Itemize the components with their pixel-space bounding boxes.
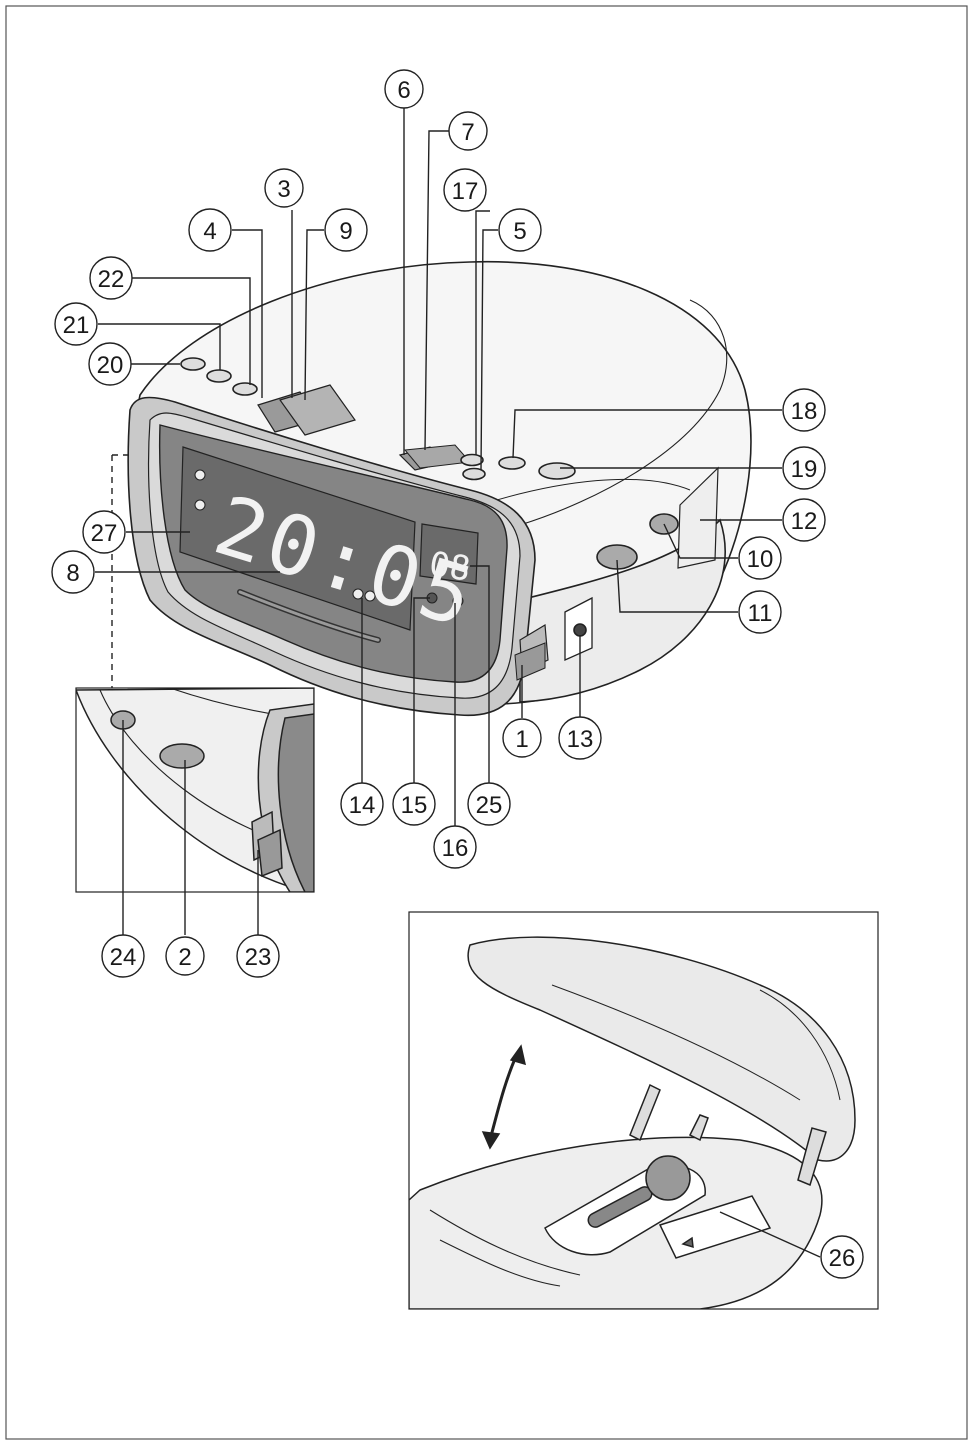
callout-27: 27	[82, 510, 126, 554]
callout-4: 4	[188, 208, 232, 252]
callout-circle	[51, 550, 95, 594]
callout-circle	[82, 510, 126, 554]
callout-circle	[502, 718, 542, 758]
callout-number: 20	[97, 352, 124, 379]
callout-circle	[89, 256, 133, 300]
callout-circle	[498, 208, 542, 252]
channel-number-text: 08	[427, 544, 473, 589]
callout-21: 21	[54, 302, 98, 346]
callout-23: 23	[236, 934, 280, 978]
callout-circle	[558, 716, 602, 760]
callout-20: 20	[88, 342, 132, 386]
callout-16: 16	[433, 825, 477, 869]
callout-circle	[188, 208, 232, 252]
callout-15: 15	[392, 782, 436, 826]
callout-labels: 6 7 3 17 4 9 5 22 21 20 18 19 12 27 10 8…	[51, 69, 864, 1279]
callout-circle	[782, 388, 826, 432]
callout-circle	[340, 782, 384, 826]
page-frame	[5, 5, 968, 1440]
callout-number: 22	[98, 266, 125, 293]
callout-circle	[448, 111, 488, 151]
callout-19: 19	[782, 446, 826, 490]
side-detail-inset	[75, 687, 315, 893]
callout-circle	[236, 934, 280, 978]
callout-17: 17	[443, 168, 487, 212]
callout-1: 1	[502, 718, 542, 758]
callout-circle	[88, 342, 132, 386]
callout-number: 1	[515, 726, 528, 753]
callout-circle	[54, 302, 98, 346]
callout-circle	[165, 936, 205, 976]
callout-number: 7	[461, 119, 474, 146]
callout-7: 7	[448, 111, 488, 151]
callout-circle	[264, 168, 304, 208]
callout-3: 3	[264, 168, 304, 208]
battery-compartment-view	[408, 911, 879, 1310]
callout-circle	[782, 498, 826, 542]
callout-circle	[324, 208, 368, 252]
callout-number: 3	[277, 176, 290, 203]
callout-number: 12	[791, 508, 818, 535]
callout-number: 14	[349, 792, 376, 819]
callout-circle	[384, 69, 424, 109]
callout-number: 5	[513, 218, 526, 245]
callout-circle	[782, 446, 826, 490]
callout-25: 25	[467, 782, 511, 826]
callout-circle	[738, 590, 782, 634]
callout-number: 24	[110, 944, 137, 971]
callout-5: 5	[498, 208, 542, 252]
callout-circle	[101, 934, 145, 978]
callout-24: 24	[101, 934, 145, 978]
callout-number: 15	[401, 792, 428, 819]
callout-number: 19	[791, 456, 818, 483]
callout-number: 13	[567, 726, 594, 753]
callout-26: 26	[820, 1235, 864, 1279]
callout-9: 9	[324, 208, 368, 252]
callout-number: 6	[397, 77, 410, 104]
callout-circle	[738, 536, 782, 580]
callout-number: 10	[747, 546, 774, 573]
callout-number: 8	[66, 560, 79, 587]
callout-6: 6	[384, 69, 424, 109]
callout-22: 22	[89, 256, 133, 300]
callout-number: 11	[748, 600, 773, 627]
callout-number: 21	[63, 312, 90, 339]
callout-10: 10	[738, 536, 782, 580]
callout-number: 9	[339, 218, 352, 245]
callout-14: 14	[340, 782, 384, 826]
callout-11: 11	[738, 590, 782, 634]
callout-number: 17	[452, 178, 479, 205]
callout-13: 13	[558, 716, 602, 760]
callout-number: 16	[442, 835, 469, 862]
callout-leaders	[95, 108, 821, 1258]
callout-8: 8	[51, 550, 95, 594]
callout-18: 18	[782, 388, 826, 432]
callout-12: 12	[782, 498, 826, 542]
callout-number: 25	[476, 792, 503, 819]
clock-radio-main	[127, 260, 752, 717]
callout-2: 2	[165, 936, 205, 976]
callout-circle	[820, 1235, 864, 1279]
inset-link-line	[111, 454, 130, 688]
callout-number: 23	[245, 944, 272, 971]
callout-number: 18	[791, 398, 818, 425]
callout-circle	[467, 782, 511, 826]
callout-number: 2	[178, 944, 191, 971]
callout-circle	[392, 782, 436, 826]
callout-number: 4	[203, 218, 216, 245]
callout-number: 27	[91, 520, 118, 547]
callout-circle	[433, 825, 477, 869]
callout-number: 26	[829, 1245, 856, 1272]
callout-circle	[443, 168, 487, 212]
